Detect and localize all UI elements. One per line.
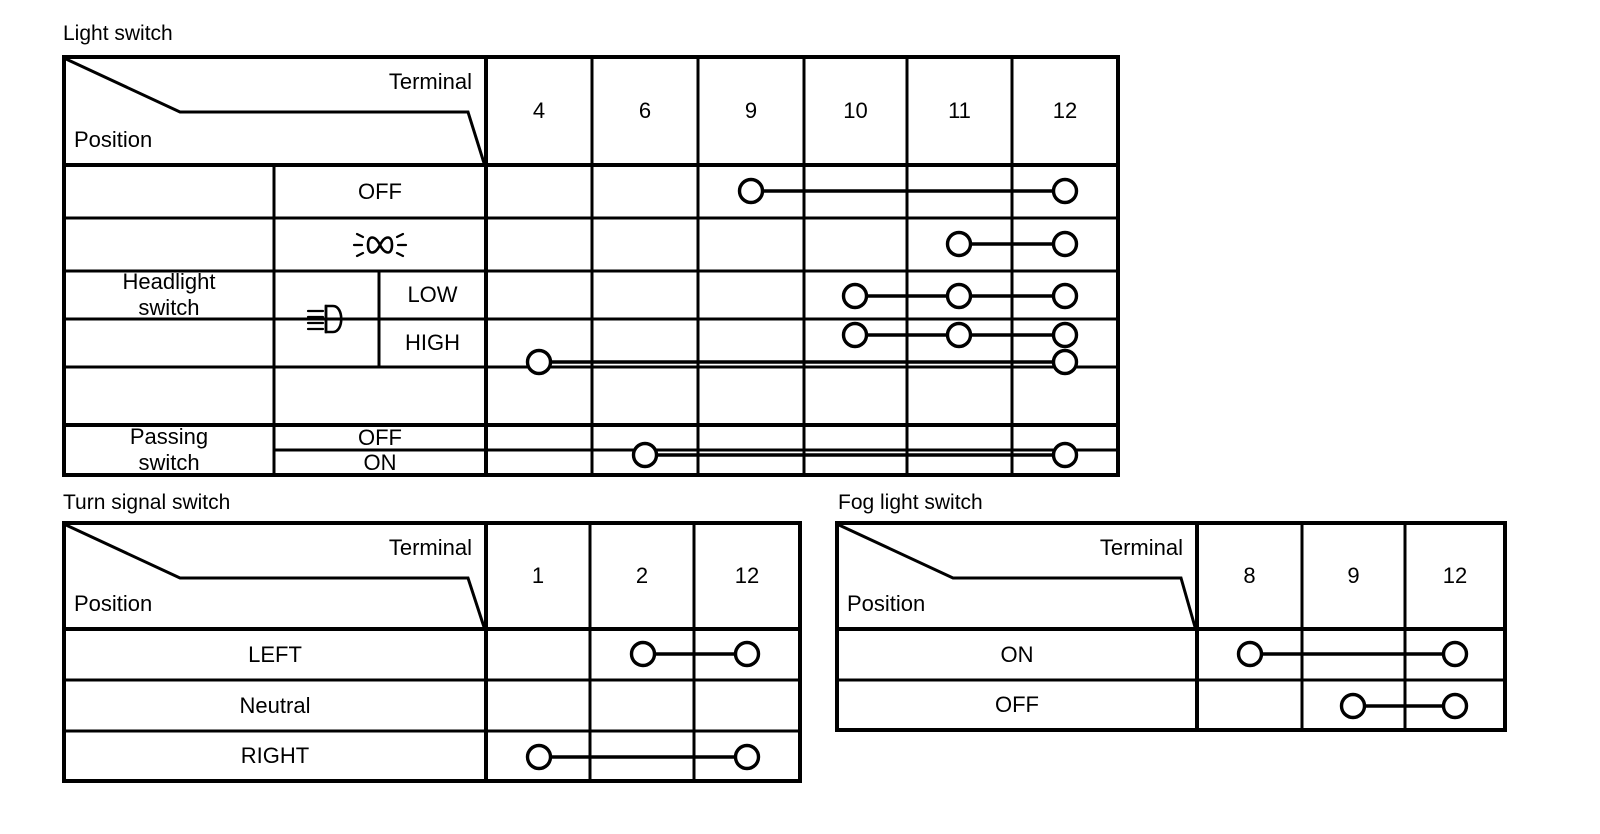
turn-signal-position-header: Position [74, 591, 153, 616]
light-switch-caption: Light switch [63, 22, 173, 45]
fog-light-terminal-8: 8 [1243, 563, 1256, 588]
light-switch-terminal-header: Terminal [388, 69, 472, 94]
low-beam-headlight-icon [274, 271, 379, 367]
turn-signal-position-right: RIGHT [240, 743, 310, 768]
turn-signal-terminal-2: 2 [635, 563, 649, 588]
light-switch-terminal-4: 4 [532, 98, 546, 123]
fog-light-position-on: ON [1000, 641, 1034, 667]
light-switch-terminal-6: 6 [638, 98, 652, 123]
light-switch-group-headlight: Headlight switch [122, 269, 216, 320]
fog-light-position-off: OFF [995, 692, 1039, 717]
light-switch-terminal-9: 9 [744, 98, 758, 123]
turn-signal-switch-caption: Turn signal switch [63, 491, 231, 514]
light-switch-position-off: OFF [358, 178, 402, 204]
light-switch-position-low: LOW [407, 282, 458, 307]
turn-signal-terminal-1: 1 [531, 563, 545, 588]
light-switch-terminal-12: 12 [1052, 98, 1078, 123]
fog-light-terminal-12: 12 [1442, 563, 1468, 588]
light-switch-position-header: Position [74, 127, 153, 152]
light-switch-passing-on: ON [363, 449, 397, 475]
fog-light-terminal-9: 9 [1347, 563, 1360, 588]
light-switch-position-high: HIGH [405, 330, 460, 355]
light-switch-table: Terminal Position 4 6 9 10 11 12 Headlig… [62, 55, 1120, 477]
turn-signal-terminal-12: 12 [734, 563, 760, 588]
light-switch-terminal-10: 10 [843, 98, 868, 123]
fog-light-switch-caption: Fog light switch [838, 491, 983, 514]
light-switch-passing-off: OFF [358, 424, 402, 450]
position-lamp-icon [274, 218, 486, 271]
light-switch-group-passing: Passing switch [129, 424, 209, 475]
fog-light-switch-table: Terminal Position 8 9 12 ON OFF [835, 521, 1507, 732]
turn-signal-position-neutral: Neutral [239, 692, 311, 718]
turn-signal-position-left: LEFT [248, 641, 302, 667]
fog-light-terminal-header: Terminal [1099, 535, 1183, 560]
turn-signal-terminal-header: Terminal [388, 535, 472, 560]
fog-light-position-header: Position [847, 591, 926, 616]
turn-signal-switch-table: Terminal Position 1 2 12 LEFT Neutral RI… [62, 521, 802, 783]
light-switch-terminal-11: 11 [948, 98, 971, 123]
